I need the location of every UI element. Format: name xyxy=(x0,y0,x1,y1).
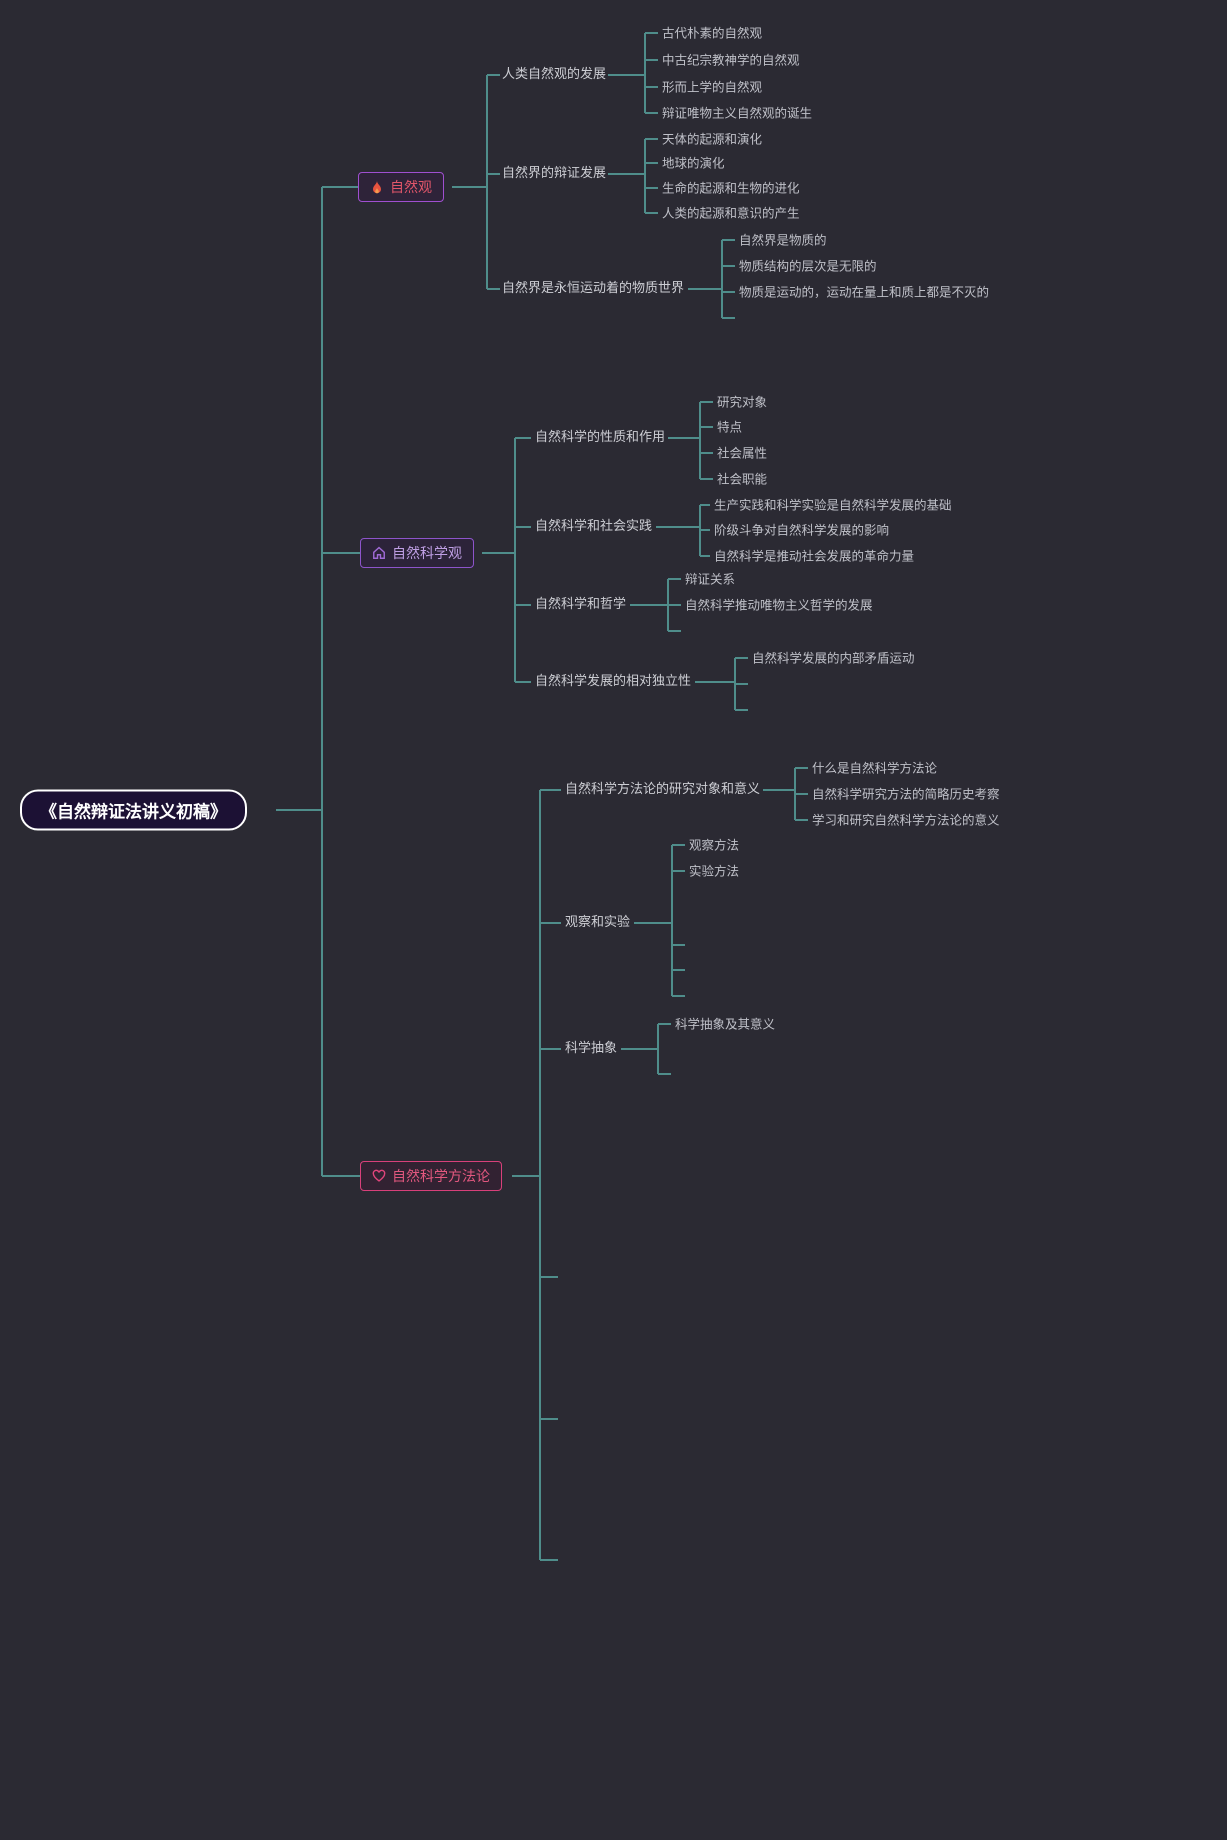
leaf-topic[interactable]: 辩证唯物主义自然观的诞生 xyxy=(662,105,813,121)
leaf-topic[interactable]: 地球的演化 xyxy=(662,155,725,171)
leaf-topic[interactable]: 辩证关系 xyxy=(685,571,736,587)
leaf-topic[interactable]: 实验方法 xyxy=(689,863,740,879)
home-icon xyxy=(372,546,386,560)
branch-label: 自然科学观 xyxy=(392,546,462,562)
leaf-topic[interactable]: 物质结构的层次是无限的 xyxy=(739,258,877,274)
topic-observation-experiment[interactable]: 观察和实验 xyxy=(565,915,631,931)
root-topic[interactable]: 《自然辩证法讲义初稿》 xyxy=(20,789,247,831)
leaf-topic[interactable]: 自然科学研究方法的简略历史考察 xyxy=(812,786,1000,802)
leaf-topic[interactable]: 人类的起源和意识的产生 xyxy=(662,205,800,221)
topic-scientific-abstraction[interactable]: 科学抽象 xyxy=(565,1041,618,1057)
leaf-topic[interactable]: 观察方法 xyxy=(689,837,740,853)
leaf-topic[interactable]: 形而上学的自然观 xyxy=(662,79,763,95)
leaf-topic[interactable]: 生产实践和科学实验是自然科学发展的基础 xyxy=(714,497,952,513)
leaf-topic[interactable]: 自然科学发展的内部矛盾运动 xyxy=(752,650,915,666)
topic-eternal-material-world[interactable]: 自然界是永恒运动着的物质世界 xyxy=(502,281,685,297)
leaf-topic[interactable]: 社会属性 xyxy=(717,445,768,461)
topic-nature-and-role[interactable]: 自然科学的性质和作用 xyxy=(535,430,666,446)
leaf-topic[interactable]: 自然科学推动唯物主义哲学的发展 xyxy=(685,597,873,613)
leaf-topic[interactable]: 阶级斗争对自然科学发展的影响 xyxy=(714,522,890,538)
branch-label: 自然科学方法论 xyxy=(392,1169,490,1185)
topic-relative-independence[interactable]: 自然科学发展的相对独立性 xyxy=(535,674,692,690)
leaf-topic[interactable]: 自然科学是推动社会发展的革命力量 xyxy=(714,548,915,564)
leaf-topic[interactable]: 特点 xyxy=(717,419,743,435)
leaf-topic[interactable]: 科学抽象及其意义 xyxy=(675,1016,776,1032)
branch-label: 自然观 xyxy=(390,180,432,196)
leaf-topic[interactable]: 中古纪宗教神学的自然观 xyxy=(662,52,800,68)
leaf-topic[interactable]: 生命的起源和生物的进化 xyxy=(662,180,800,196)
branch-view-of-natural-science[interactable]: 自然科学观 xyxy=(360,538,474,568)
topic-methodology-object-meaning[interactable]: 自然科学方法论的研究对象和意义 xyxy=(565,782,761,798)
leaf-topic[interactable]: 物质是运动的，运动在量上和质上都是不灭的 xyxy=(739,284,990,300)
branch-methodology-of-natural-science[interactable]: 自然科学方法论 xyxy=(360,1161,502,1191)
topic-science-social-practice[interactable]: 自然科学和社会实践 xyxy=(535,519,653,535)
leaf-topic[interactable]: 天体的起源和演化 xyxy=(662,131,763,147)
flame-icon xyxy=(370,180,384,195)
leaf-topic[interactable]: 研究对象 xyxy=(717,394,768,410)
topic-science-and-philosophy[interactable]: 自然科学和哲学 xyxy=(535,597,627,613)
leaf-topic[interactable]: 社会职能 xyxy=(717,471,768,487)
leaf-topic[interactable]: 自然界是物质的 xyxy=(739,232,827,248)
branch-view-of-nature[interactable]: 自然观 xyxy=(358,172,444,202)
leaf-topic[interactable]: 学习和研究自然科学方法论的意义 xyxy=(812,812,1000,828)
heart-icon xyxy=(372,1169,386,1183)
topic-dialectical-development[interactable]: 自然界的辩证发展 xyxy=(502,166,607,182)
leaf-topic[interactable]: 什么是自然科学方法论 xyxy=(812,760,938,776)
leaf-topic[interactable]: 古代朴素的自然观 xyxy=(662,25,763,41)
topic-human-view-development[interactable]: 人类自然观的发展 xyxy=(502,67,607,83)
